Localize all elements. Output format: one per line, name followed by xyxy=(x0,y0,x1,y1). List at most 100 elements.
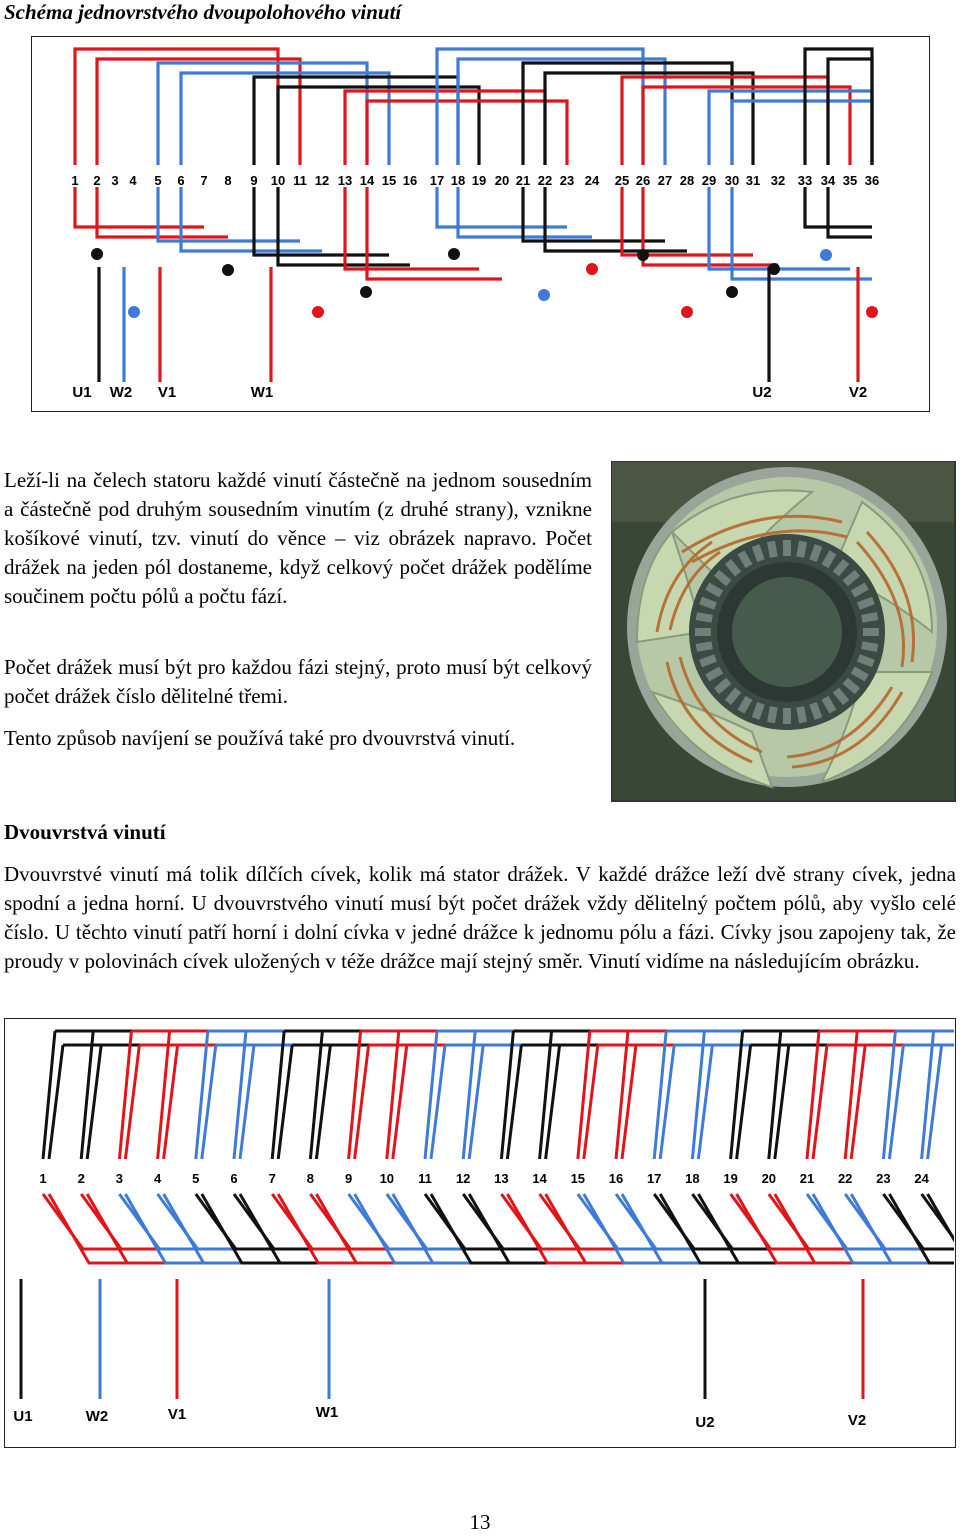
upper-coil-side xyxy=(920,1029,960,1160)
stator-tooth xyxy=(850,666,869,682)
slot-number-label: 3 xyxy=(116,1171,123,1186)
junction-dot xyxy=(360,286,372,298)
upper-coil-side xyxy=(423,1029,497,1160)
terminal-label: V1 xyxy=(168,1406,186,1423)
lower-coil-side xyxy=(385,1193,467,1251)
upper-coil-side xyxy=(79,1029,154,1160)
lower-coil-side xyxy=(926,1193,960,1253)
slot-number-label: 21 xyxy=(516,173,530,188)
paragraph-double-layer-use: Tento způsob navíjení se používá také pr… xyxy=(4,726,516,750)
upper-coil-side xyxy=(652,1029,727,1160)
stator-tooth xyxy=(857,654,875,668)
lower-coil-side xyxy=(652,1193,735,1251)
upper-coil-side xyxy=(156,1029,230,1160)
stator-tooth xyxy=(705,666,724,682)
coil-end-bottom xyxy=(73,187,204,229)
junction-dot xyxy=(681,306,693,318)
stator-tooth xyxy=(857,596,875,610)
slot-number-label: 25 xyxy=(615,173,629,188)
upper-coil-side xyxy=(843,1029,918,1160)
slot-number-label: 19 xyxy=(472,173,486,188)
slot-number-label: 31 xyxy=(746,173,760,188)
slot-number-label: 2 xyxy=(93,173,100,188)
slot-number-label: 9 xyxy=(250,173,257,188)
lower-coil-side xyxy=(391,1193,473,1265)
slot-number-label: 14 xyxy=(360,173,375,188)
slot-number-label: 1 xyxy=(39,1171,46,1186)
lower-coil-side xyxy=(538,1193,620,1251)
section-heading: Dvouvrstvá vinutí xyxy=(4,820,166,844)
slot-number-label: 13 xyxy=(338,173,352,188)
coil-end-bottom xyxy=(365,187,502,281)
stator-photo xyxy=(611,461,956,802)
slot-number-label: 12 xyxy=(315,173,329,188)
slot-number-label: 5 xyxy=(192,1171,199,1186)
slot-number-label: 4 xyxy=(154,1171,162,1186)
stator-tooth xyxy=(861,612,879,623)
lower-coil-side xyxy=(544,1193,626,1265)
stator-tooth xyxy=(751,544,765,562)
lower-coil-side xyxy=(697,1193,779,1265)
coil-end-bottom xyxy=(521,187,665,243)
lower-coil-side xyxy=(843,1193,926,1251)
lower-coil-side xyxy=(156,1193,238,1251)
lower-coil-side xyxy=(47,1193,129,1265)
junction-dot xyxy=(448,248,460,260)
junction-dot xyxy=(726,286,738,298)
slot-number-label: 12 xyxy=(456,1171,470,1186)
slot-number-label: 4 xyxy=(129,173,137,188)
lower-coil-side xyxy=(232,1193,314,1251)
stator-tooth xyxy=(713,677,732,695)
slot-number-label: 34 xyxy=(821,173,836,188)
slot-number-label: 24 xyxy=(914,1171,929,1186)
junction-dot xyxy=(637,249,649,261)
upper-coil-side xyxy=(41,1029,115,1160)
upper-coil-side xyxy=(538,1029,612,1160)
stator-tooth xyxy=(767,540,778,558)
stator-tooth xyxy=(809,702,823,720)
coil-end-top xyxy=(435,47,645,165)
upper-coil-side xyxy=(347,1029,421,1160)
coil-end-top xyxy=(276,85,481,165)
terminal-label: U1 xyxy=(13,1408,32,1425)
lower-coil-side xyxy=(118,1193,200,1251)
slot-number-label: 26 xyxy=(636,173,650,188)
lower-coil-side xyxy=(582,1193,664,1265)
stator-tooth xyxy=(695,628,711,636)
terminal-label: W2 xyxy=(110,384,133,401)
coil-end-top xyxy=(641,85,852,165)
slot-number-label: 5 xyxy=(154,173,161,188)
slot-number-label: 6 xyxy=(177,173,184,188)
slot-number-label: 17 xyxy=(647,1171,661,1186)
slot-number-label: 29 xyxy=(702,173,716,188)
coil-end-top xyxy=(803,47,874,165)
lower-coil-side xyxy=(200,1193,282,1265)
lower-coil-side xyxy=(805,1193,887,1251)
slot-number-label: 15 xyxy=(382,173,396,188)
upper-coil-side xyxy=(499,1029,574,1160)
slot-number-label: 22 xyxy=(838,1171,852,1186)
slot-number-label: 2 xyxy=(78,1171,85,1186)
slot-number-label: 13 xyxy=(494,1171,508,1186)
coil-end-bottom xyxy=(456,187,592,239)
lower-coil-side xyxy=(353,1193,435,1265)
coil-end-bottom xyxy=(707,187,850,271)
junction-dot xyxy=(586,263,598,275)
stator-tooth xyxy=(832,687,850,706)
slot-number-label: 21 xyxy=(800,1171,814,1186)
lower-coil-side xyxy=(888,1193,960,1265)
stator-tooth xyxy=(695,641,713,652)
slot-number-label: 20 xyxy=(762,1171,776,1186)
lower-coil-side xyxy=(124,1193,206,1265)
slot-number-label: 24 xyxy=(585,173,600,188)
coil-end-top xyxy=(179,71,391,165)
lower-coil-side xyxy=(467,1193,550,1265)
coil-end-bottom xyxy=(730,187,872,281)
coil-end-top xyxy=(456,57,667,165)
slot-number-label: 27 xyxy=(658,173,672,188)
slot-number-label: 16 xyxy=(403,173,417,188)
slot-number-label: 18 xyxy=(685,1171,699,1186)
slot-number-label: 18 xyxy=(451,173,465,188)
